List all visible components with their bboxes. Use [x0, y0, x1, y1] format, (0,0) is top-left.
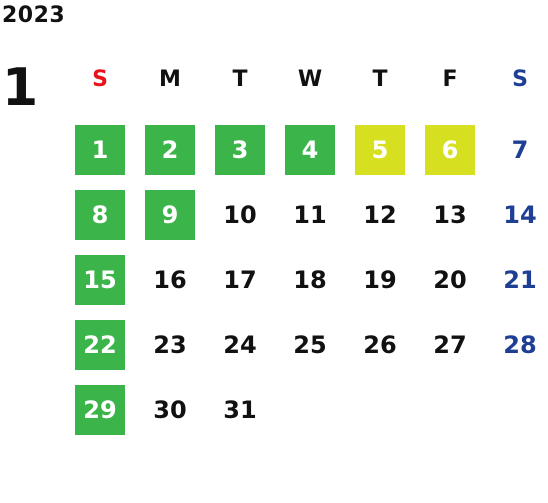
- day-cell-8[interactable]: 8: [75, 190, 125, 240]
- day-cell-21[interactable]: 21: [503, 266, 537, 294]
- day-cell-10[interactable]: 10: [223, 201, 257, 229]
- day-cell-29[interactable]: 29: [75, 385, 125, 435]
- day-cell-17[interactable]: 17: [223, 266, 257, 294]
- day-cell-30[interactable]: 30: [153, 396, 187, 424]
- day-cell-24[interactable]: 24: [223, 331, 257, 359]
- day-cell-31[interactable]: 31: [223, 396, 257, 424]
- day-cell-4[interactable]: 4: [285, 125, 335, 175]
- day-cell-28[interactable]: 28: [503, 331, 537, 359]
- day-cell-23[interactable]: 23: [153, 331, 187, 359]
- day-cell-9[interactable]: 9: [145, 190, 195, 240]
- weekday-sun: S: [92, 67, 108, 92]
- weekday-mon: M: [159, 67, 181, 92]
- day-cell-14[interactable]: 14: [503, 201, 537, 229]
- day-cell-5[interactable]: 5: [355, 125, 405, 175]
- day-cell-6[interactable]: 6: [425, 125, 475, 175]
- day-cell-1[interactable]: 1: [75, 125, 125, 175]
- day-cell-19[interactable]: 19: [363, 266, 397, 294]
- day-cell-13[interactable]: 13: [433, 201, 467, 229]
- weekday-sat: S: [512, 67, 528, 92]
- weekday-fri: F: [442, 67, 458, 92]
- day-cell-16[interactable]: 16: [153, 266, 187, 294]
- day-cell-3[interactable]: 3: [215, 125, 265, 175]
- day-cell-11[interactable]: 11: [293, 201, 327, 229]
- day-cell-7[interactable]: 7: [511, 136, 529, 164]
- month-number: 1: [2, 58, 39, 118]
- weekday-wed: W: [297, 67, 323, 92]
- day-cell-15[interactable]: 15: [75, 255, 125, 305]
- year-label: 2023: [2, 3, 66, 28]
- day-cell-2[interactable]: 2: [145, 125, 195, 175]
- day-cell-27[interactable]: 27: [433, 331, 467, 359]
- weekday-thu: T: [372, 67, 388, 92]
- day-cell-12[interactable]: 12: [363, 201, 397, 229]
- weekday-tue: T: [232, 67, 248, 92]
- day-cell-20[interactable]: 20: [433, 266, 467, 294]
- day-cell-25[interactable]: 25: [293, 331, 327, 359]
- day-cell-26[interactable]: 26: [363, 331, 397, 359]
- day-cell-18[interactable]: 18: [293, 266, 327, 294]
- day-cell-22[interactable]: 22: [75, 320, 125, 370]
